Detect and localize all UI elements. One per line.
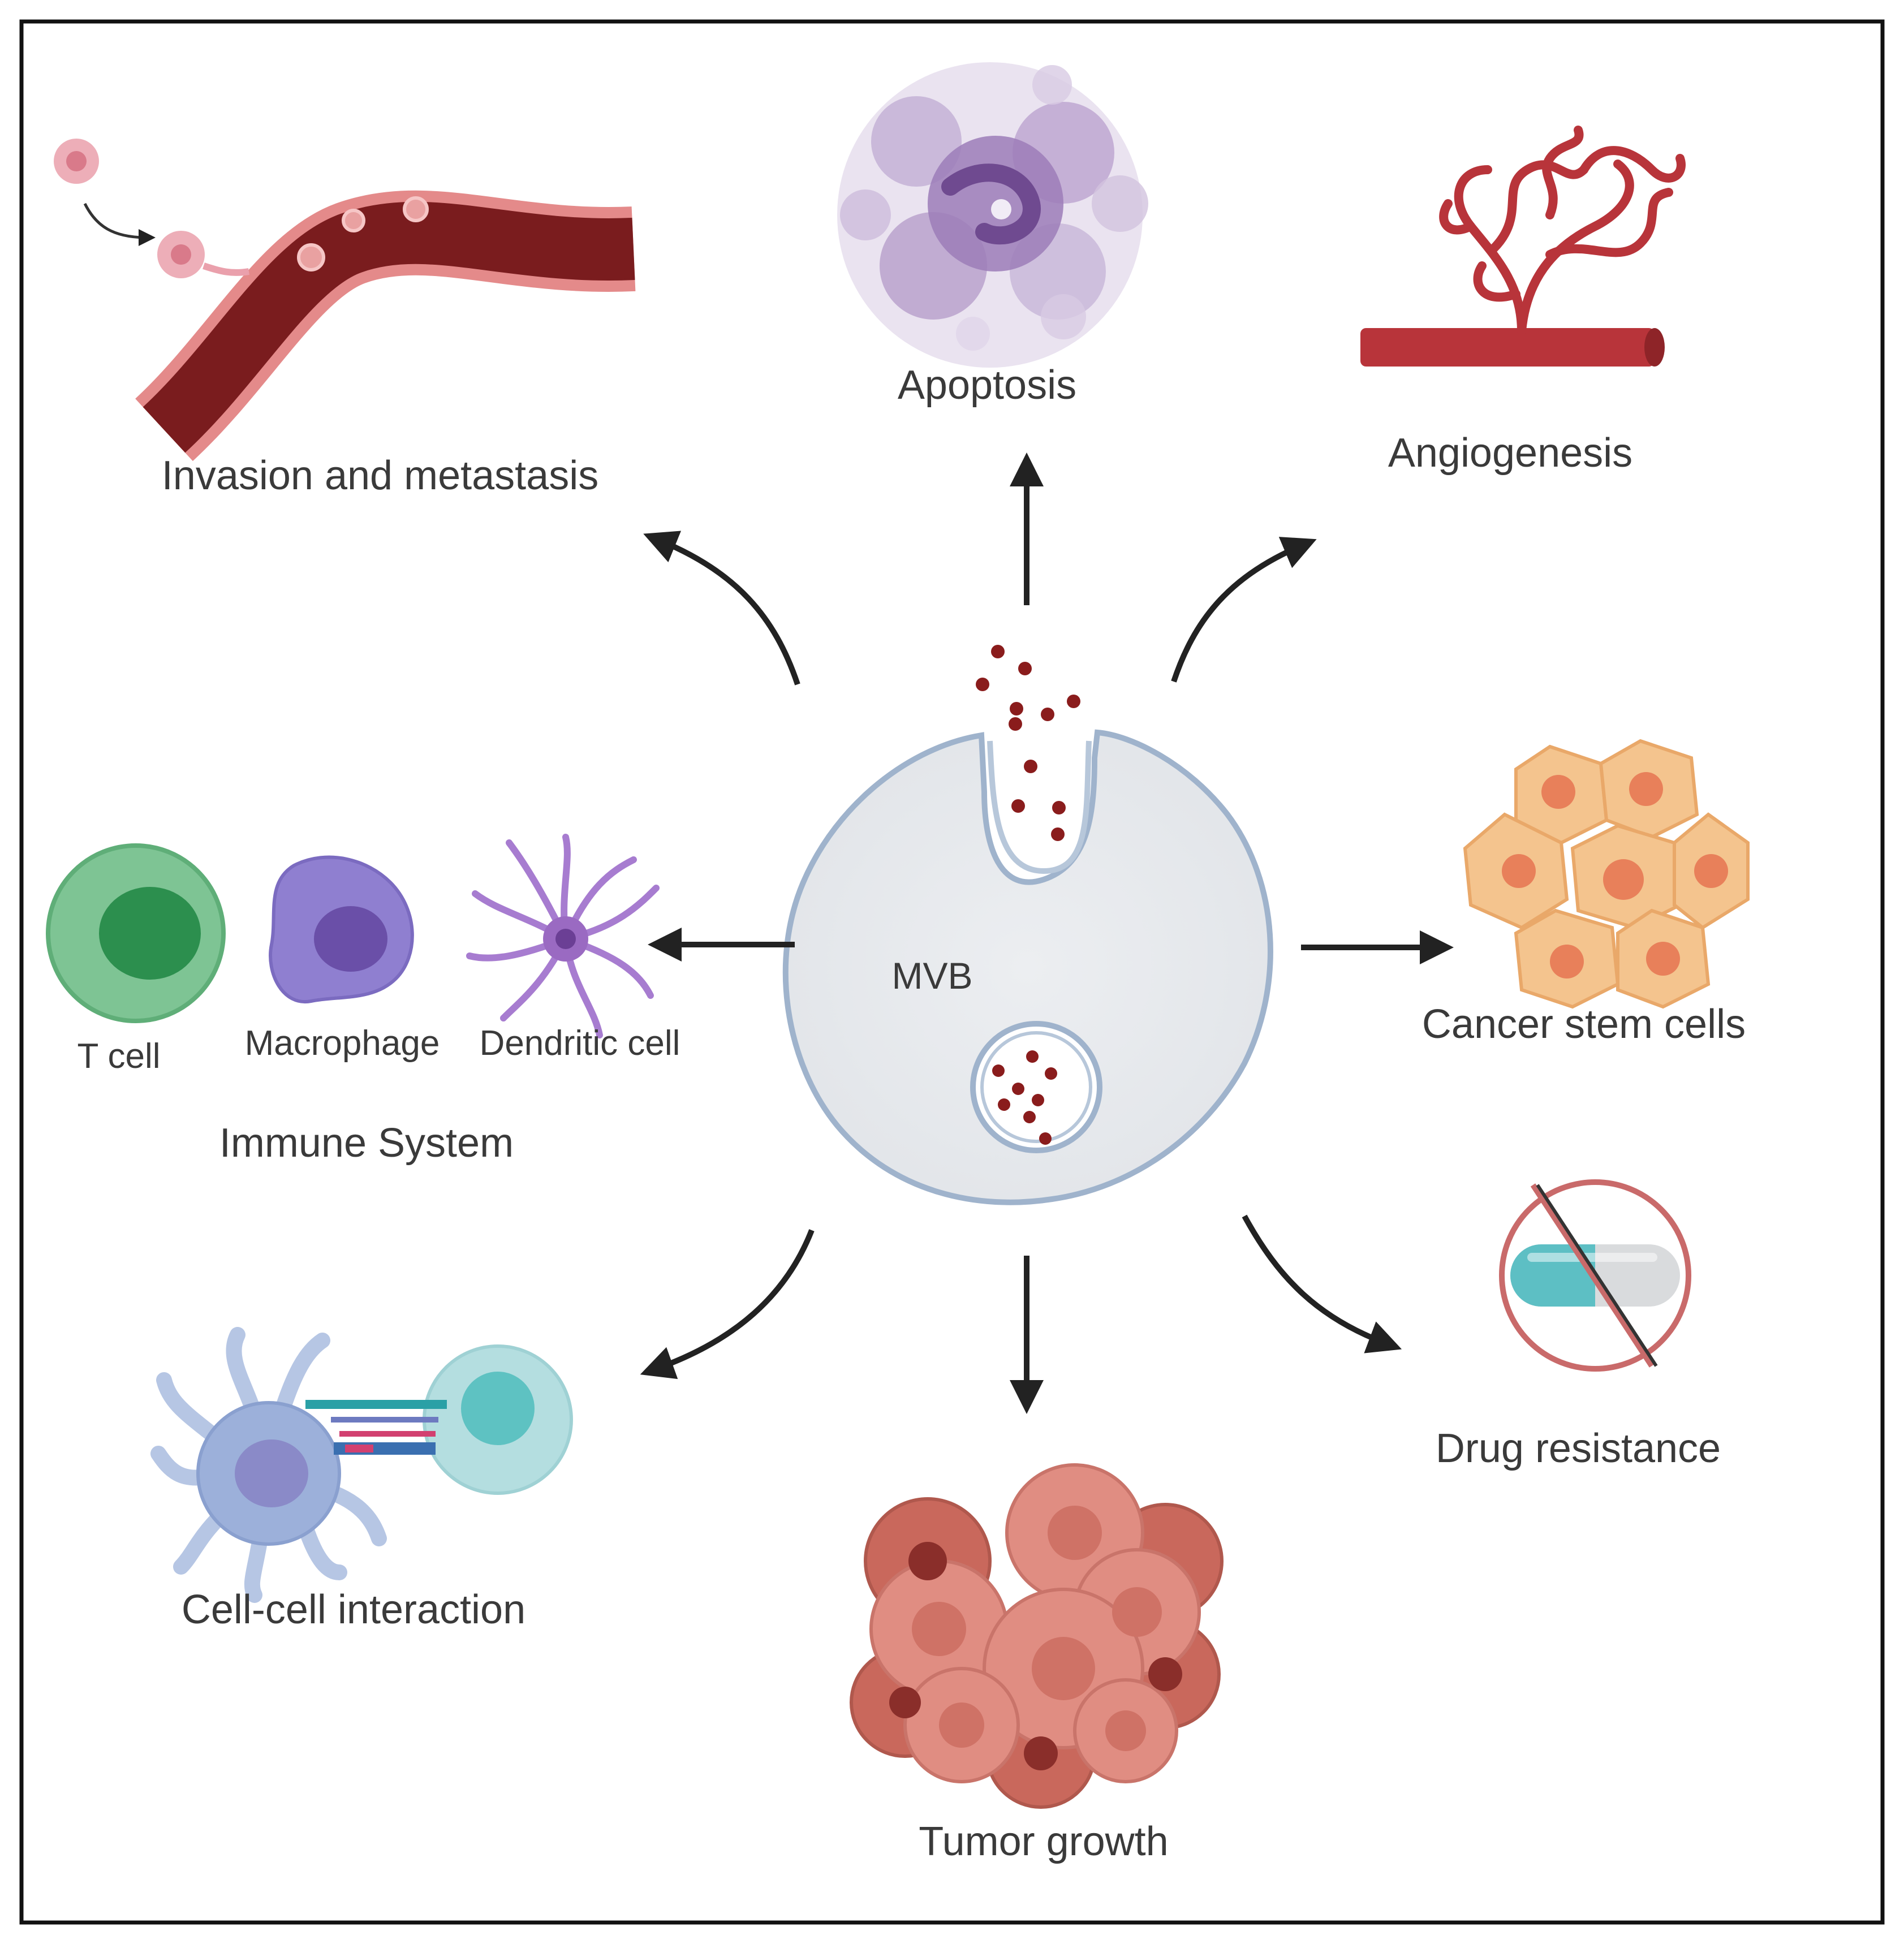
vessel-icon [1360,328,1655,367]
migration-arrow-icon [83,202,156,246]
t-cell-icon [46,843,226,1023]
intraluminal-vesicle [970,1021,1102,1153]
label-dendritic: Dendritic cell [480,1024,680,1063]
invasion-metastasis-illustration [54,139,636,462]
tumor-growth-icon [850,1463,1224,1809]
cell-cell-interaction-icon [150,1327,573,1603]
arrow-cell-cell [640,1229,815,1380]
apoptosis-icon [837,62,1148,368]
exosome-dots [976,645,1080,1145]
label-drug-resistance: Drug resistance [1436,1426,1721,1471]
drug-resistance-icon [1499,1179,1691,1372]
arrow-invasion [643,531,800,686]
label-t-cell: T cell [77,1037,160,1076]
blood-vessel-icon [143,201,635,453]
label-angiogenesis: Angiogenesis [1388,430,1632,476]
angiogenesis-icon [1360,126,1686,367]
label-cancer-stem-cells: Cancer stem cells [1422,1002,1746,1047]
arrow-drug-resistance [1242,1214,1402,1354]
dendritic-cell-icon [466,834,660,1038]
mvb-membrane [782,729,1273,1205]
cancer-stem-cells-icon [1463,739,1750,1009]
label-mvb: MVB [891,955,972,997]
label-immune-system: Immune System [219,1120,514,1166]
label-apoptosis: Apoptosis [898,363,1076,408]
label-macrophage: Macrophage [245,1024,440,1063]
label-tumor-growth: Tumor growth [919,1819,1168,1864]
arrows [640,452,1454,1414]
macrophage-icon [269,855,414,1004]
mvb-cell [782,645,1273,1205]
arrow-angiogenesis [1171,537,1317,683]
label-invasion: Invasion and metastasis [162,453,598,498]
label-cell-cell-interaction: Cell-cell interaction [182,1587,525,1632]
